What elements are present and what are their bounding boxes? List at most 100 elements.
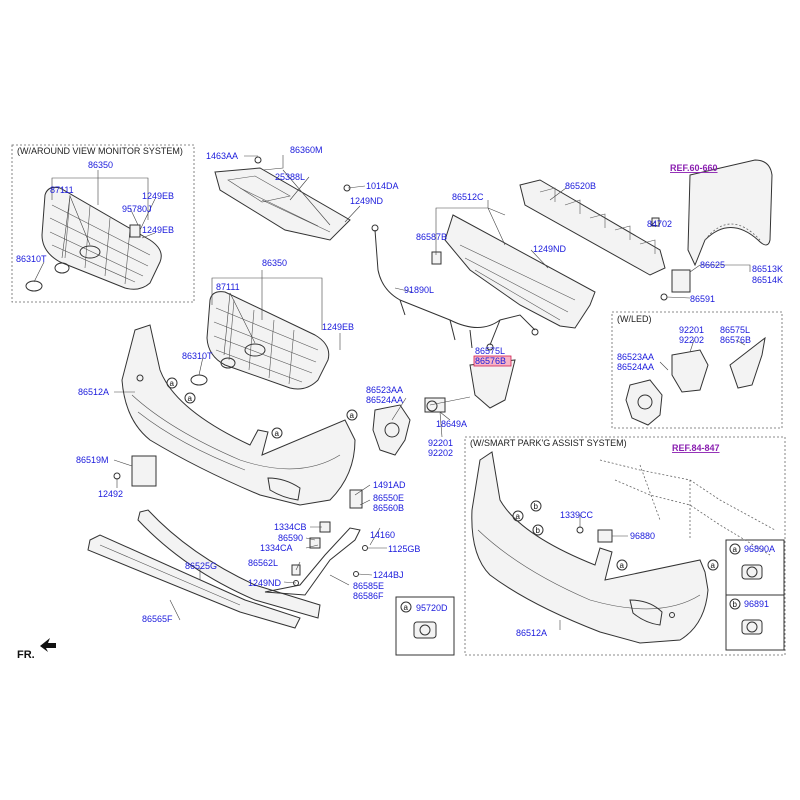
label-12492[interactable]: 12492 (98, 489, 123, 499)
svg-text:a: a (516, 512, 521, 521)
label-86512C[interactable]: 86512C (452, 192, 484, 202)
label-86514K[interactable]: 86514K (752, 275, 783, 285)
label-86562L[interactable]: 86562L (248, 558, 278, 568)
smart-park-bumper (471, 451, 776, 644)
smart-park-section-box (464, 436, 786, 656)
label-95780J[interactable]: 95780J (122, 204, 152, 214)
label-86512A-a[interactable]: 86512A (78, 387, 109, 397)
callout-circle-a-box: a (729, 543, 741, 555)
leader-lines (33, 155, 751, 630)
label-86523AA-a[interactable]: 86523AA (366, 385, 403, 395)
label-86524AA-b[interactable]: 86524AA (617, 362, 654, 372)
svg-text:b: b (733, 600, 738, 609)
label-1244BJ[interactable]: 1244BJ (373, 570, 404, 580)
label-1249ND-c[interactable]: 1249ND (248, 578, 282, 588)
label-86560B[interactable]: 86560B (373, 503, 404, 513)
label-18649A[interactable]: 18649A (436, 419, 467, 429)
svg-text:a: a (711, 561, 716, 570)
label-86576B-a[interactable]: 86576B (475, 356, 506, 366)
label-14160[interactable]: 14160 (370, 530, 395, 540)
svg-text:a: a (188, 394, 193, 403)
around-view-section-title: (W/AROUND VIEW MONITOR SYSTEM) (17, 146, 183, 156)
front-arrow-icon (40, 638, 56, 652)
wiring-harness (371, 224, 539, 351)
ref-84-847-link[interactable]: REF.84-847 (672, 443, 720, 453)
label-86575L-a[interactable]: 86575L (475, 346, 505, 356)
svg-text:a: a (733, 545, 738, 554)
label-1249EB-b[interactable]: 1249EB (142, 225, 174, 235)
label-95720D[interactable]: 95720D (416, 603, 448, 613)
led-section-box (611, 311, 783, 429)
label-96890A[interactable]: 96890A (744, 544, 775, 554)
svg-text:a: a (404, 603, 409, 612)
label-86525G[interactable]: 86525G (185, 561, 217, 571)
label-92201-a[interactable]: 92201 (428, 438, 453, 448)
label-86576B-b[interactable]: 86576B (720, 335, 751, 345)
label-86550E[interactable]: 86550E (373, 493, 404, 503)
parking-sensor-icon-a (741, 564, 763, 580)
front-grille (190, 291, 330, 390)
parking-sensor-icon-b (741, 619, 763, 635)
front-direction-label: FR. (17, 649, 35, 661)
label-86590[interactable]: 86590 (278, 533, 303, 543)
label-86310T-b[interactable]: 86310T (182, 351, 213, 361)
label-86350-b[interactable]: 86350 (262, 258, 287, 268)
callout-circle-a-3: a (271, 427, 283, 439)
label-86591[interactable]: 86591 (690, 294, 715, 304)
label-1334CB[interactable]: 1334CB (274, 522, 307, 532)
label-1249EB-a[interactable]: 1249EB (142, 191, 174, 201)
label-86586F[interactable]: 86586F (353, 591, 384, 601)
label-1463AA[interactable]: 1463AA (206, 151, 238, 161)
svg-text:a: a (170, 379, 175, 388)
callout-circle-a-2: a (184, 392, 196, 404)
label-86310T-a[interactable]: 86310T (16, 254, 47, 264)
label-1249ND-a[interactable]: 1249ND (350, 196, 384, 206)
label-1014DA[interactable]: 1014DA (366, 181, 399, 191)
label-92202-a[interactable]: 92202 (428, 448, 453, 458)
label-86523AA-b[interactable]: 86523AA (617, 352, 654, 362)
upper-bumper-lip (431, 214, 596, 329)
label-92202-b[interactable]: 92202 (679, 335, 704, 345)
label-1339CC[interactable]: 1339CC (560, 510, 594, 520)
callout-circle-a-5: a (512, 510, 524, 522)
label-91890L[interactable]: 91890L (404, 285, 434, 295)
label-96880[interactable]: 96880 (630, 531, 655, 541)
svg-text:a: a (620, 561, 625, 570)
top-cover (214, 156, 351, 241)
label-92201-b[interactable]: 92201 (679, 325, 704, 335)
label-1249ND-b[interactable]: 1249ND (533, 244, 567, 254)
callout-circle-a-7: a (707, 559, 719, 571)
front-bumper-main (113, 324, 356, 506)
label-86519M[interactable]: 86519M (76, 455, 109, 465)
label-96891[interactable]: 96891 (744, 599, 769, 609)
label-84702[interactable]: 84702 (647, 219, 672, 229)
label-86350-a[interactable]: 86350 (88, 160, 113, 170)
fender (651, 159, 773, 301)
ref-60-660-link[interactable]: REF.60-660 (670, 163, 718, 173)
label-86565F[interactable]: 86565F (142, 614, 173, 624)
label-86585E[interactable]: 86585E (353, 581, 384, 591)
label-86524AA-a[interactable]: 86524AA (366, 395, 403, 405)
svg-text:b: b (536, 526, 541, 535)
label-25388L[interactable]: 25388L (275, 172, 305, 182)
label-1125GB[interactable]: 1125GB (388, 544, 420, 554)
label-86360M[interactable]: 86360M (290, 145, 323, 155)
label-86587B[interactable]: 86587B (416, 232, 447, 242)
label-86512A-b[interactable]: 86512A (516, 628, 547, 638)
label-1334CA[interactable]: 1334CA (260, 543, 293, 553)
label-87111-b[interactable]: 87111 (216, 282, 240, 292)
label-86625[interactable]: 86625 (700, 260, 725, 270)
sensor-box-95720d (395, 596, 455, 656)
label-1249EB-c[interactable]: 1249EB (322, 322, 354, 332)
led-section-title: (W/LED) (617, 314, 652, 324)
callout-circle-b-box: b (729, 598, 741, 610)
label-86575L-b[interactable]: 86575L (720, 325, 750, 335)
label-86513K[interactable]: 86513K (752, 264, 783, 274)
around-view-grille (25, 186, 162, 292)
label-1491AD[interactable]: 1491AD (373, 480, 406, 490)
label-86520B[interactable]: 86520B (565, 181, 596, 191)
callout-circle-a-95720d: a (400, 601, 412, 613)
label-87111-a[interactable]: 87111 (50, 185, 74, 195)
